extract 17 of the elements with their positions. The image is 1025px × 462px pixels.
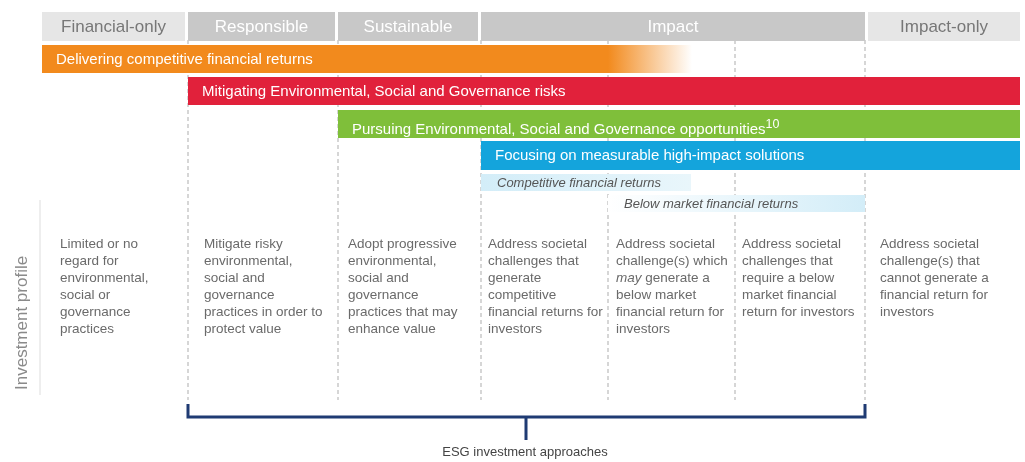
- pursuing-opportunities-bar: Pursuing Environmental, Social and Governance opportunities$^{10}$: [338, 110, 1020, 138]
- profile-description: Adopt progressive environmental, social and governance practices that may enhance value: [348, 235, 459, 337]
- profile-description: Address societal challenge(s) which may generate a below market financial return for investors: [616, 235, 729, 337]
- profile-description: Address societal challenge(s) that cannot generate a financial return for investors: [880, 235, 990, 320]
- impact-solutions-bar: Focusing on measurable high-impact solutions: [481, 141, 1020, 170]
- column-header: Financial-only: [42, 12, 185, 41]
- returns-band: Below market financial returns: [608, 195, 865, 212]
- profile-description: Limited or no regard for environmental, social or governance practices: [60, 235, 150, 337]
- profile-description: Mitigate risky environmental, social and governance practices in order to protect value: [204, 235, 324, 337]
- bracket-label: ESG investment approaches: [441, 444, 609, 459]
- column-header: Impact-only: [868, 12, 1020, 41]
- profile-description: Address societal challenges that generate competitive financial returns for investors: [488, 235, 604, 337]
- returns-band: Competitive financial returns: [481, 174, 691, 191]
- delivering-returns-bar: Delivering competitive financial returns: [42, 45, 692, 73]
- profile-description: Address societal challenges that require a below market financial return for investors: [742, 235, 856, 320]
- mitigating-risks-bar: Mitigating Environmental, Social and Governance risks: [188, 77, 1020, 105]
- row-heading: Investment profile: [12, 255, 32, 390]
